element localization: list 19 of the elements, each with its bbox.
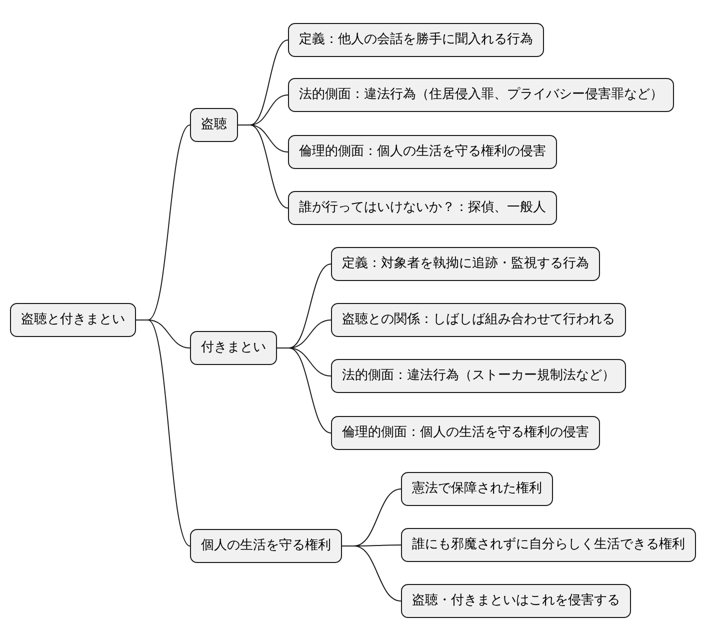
topic-box: 定義：対象者を執拗に追跡・監視する行為 (331, 247, 600, 281)
connector-line (342, 546, 402, 602)
topic-box: 盗聴 (190, 108, 238, 142)
topic-box: 法的側面：違法行為（ストーカー規制法など） (331, 359, 626, 393)
connector-line (238, 124, 288, 208)
topic-box: 倫理的側面：個人の生活を守る権利の侵害 (331, 416, 600, 450)
topic-box: 誰にも邪魔されずに自分らしく生活できる権利 (401, 528, 696, 562)
topic-box: 法的側面：違法行為（住居侵入罪、プライバシー侵害罪など） (288, 78, 674, 112)
topic-box: 盗聴と付きまとい (10, 303, 136, 337)
topic-box: 憲法で保障された権利 (401, 472, 553, 506)
topic-box: 個人の生活を守る権利 (190, 529, 342, 563)
topic-box: 付きまとい (190, 331, 277, 365)
connector-line (136, 320, 190, 546)
topic-box: 誰が行ってはいけないか？：探偵、一般人 (288, 191, 557, 225)
connector-line (276, 348, 332, 434)
topic-box: 盗聴・付きまといはこれを侵害する (401, 584, 631, 618)
topic-box: 盗聴との関係：しばしば組み合わせて行われる (331, 303, 626, 337)
topic-box: 定義：他人の会話を勝手に聞入れる行為 (288, 23, 544, 57)
topic-box: 倫理的側面：個人の生活を守る権利の侵害 (288, 135, 557, 169)
